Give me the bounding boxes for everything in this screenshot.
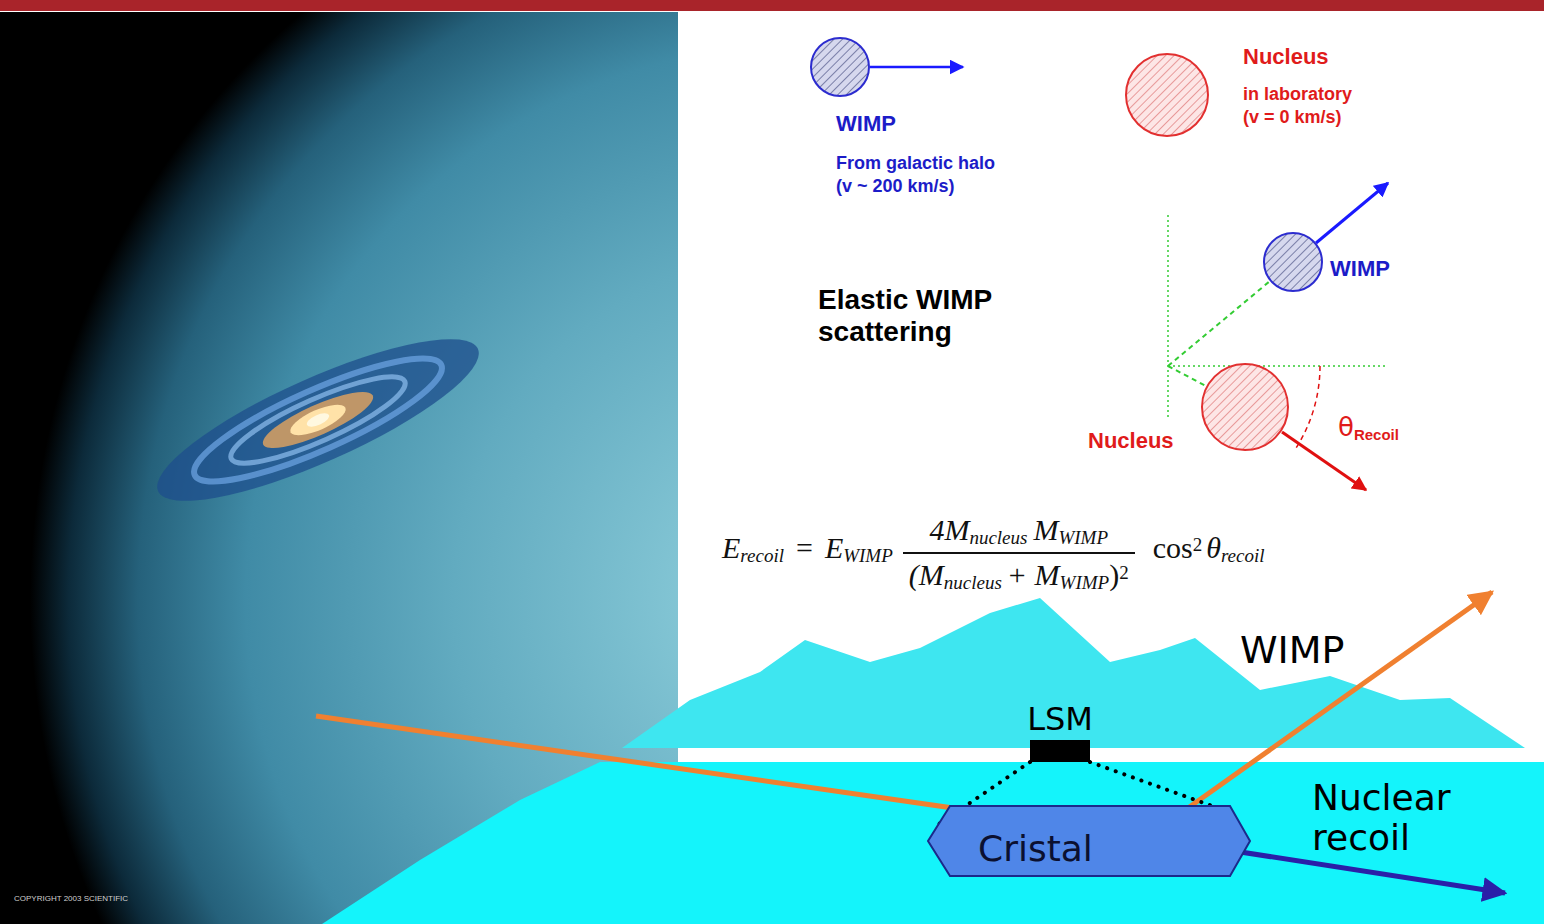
particle-circle	[1202, 364, 1288, 450]
nucleus-particle: Nucleusin laboratory (v = 0 km/s)	[1125, 53, 1209, 137]
subscript: WIMP	[1058, 527, 1108, 548]
angle-arc	[1296, 366, 1321, 449]
text-holder: WIMP	[836, 111, 976, 137]
subscript: WIMP	[1060, 572, 1110, 593]
text-holder: Nucleus	[1243, 44, 1383, 70]
process-label: Nuclear recoil	[1312, 778, 1517, 859]
wimp-particle: WIMP	[1263, 232, 1323, 292]
formula-symbol: θ	[1338, 412, 1354, 442]
particle-note: From galactic halo (v ~ 200 km/s)	[836, 152, 1006, 197]
galaxy-bulge	[257, 382, 379, 458]
wimp-particle: WIMPFrom galactic halo (v ~ 200 km/s)	[810, 37, 870, 97]
text-holder: Cristal	[978, 828, 1093, 869]
label-holder: WIMP	[1240, 630, 1344, 672]
formula-symbol: 4M	[929, 513, 969, 546]
subscript: nucleus	[969, 527, 1027, 548]
galaxy	[141, 310, 495, 529]
nucleus-particle-outline	[1125, 53, 1209, 137]
particle-circle	[1126, 54, 1208, 136]
wimp-particle-outline	[810, 37, 870, 97]
laboratory-name: LSM	[1000, 702, 1120, 737]
dark-matter-halo	[30, 12, 678, 924]
text-holder: LSM	[1000, 702, 1120, 737]
wimp-particle-outline	[1263, 232, 1323, 292]
subscript: Recoil	[1354, 426, 1399, 443]
superscript: 2	[1119, 562, 1129, 583]
fraction: 4MnucleusMWIMP(Mnucleus+ MWIMP)2	[903, 512, 1135, 595]
trajectory-line	[1168, 281, 1270, 366]
formula-symbol: (M	[909, 558, 944, 591]
particle-name: WIMP	[836, 111, 976, 137]
velocity-arrow	[870, 66, 963, 69]
formula-symbol: cos	[1153, 531, 1193, 564]
particle-note: in laboratory (v = 0 km/s)	[1243, 83, 1365, 128]
subscript: WIMP	[843, 545, 893, 566]
nucleus-particle-outline	[1201, 363, 1289, 451]
detector-name: Cristal	[978, 828, 1093, 869]
watermark: COPYRIGHT 2003 SCIENTIFIC	[14, 894, 128, 904]
angle-label: θRecoil	[1338, 412, 1399, 444]
formula-symbol: θ	[1206, 531, 1221, 564]
text-holder: WIMP	[1330, 256, 1430, 282]
axis-line	[1168, 365, 1385, 367]
wimp-arrow	[1316, 183, 1388, 243]
particle-name: WIMP	[1330, 256, 1430, 282]
formula-symbol: )	[1109, 558, 1119, 591]
crystal-hexagon	[928, 806, 1250, 876]
particle-label: WIMP	[1240, 630, 1344, 672]
mountain	[622, 598, 1525, 748]
subscript: recoil	[1221, 545, 1265, 566]
header-bar	[0, 0, 1544, 11]
formula-symbol: + M	[1007, 558, 1060, 591]
section-heading: Elastic WIMP scattering	[818, 284, 1028, 348]
formula-symbol: M	[1033, 513, 1058, 546]
galaxy-disk	[141, 310, 495, 529]
label-holder: Nuclear recoil	[1312, 778, 1517, 859]
underground	[322, 762, 1544, 924]
particle-name: Nucleus	[1088, 428, 1198, 454]
detector-crystal: Cristal	[928, 806, 1250, 876]
axis-line	[1167, 215, 1169, 418]
particle-circle	[1264, 233, 1322, 291]
particle-circle	[811, 38, 869, 96]
particle-name: Nucleus	[1243, 44, 1383, 70]
formula-symbol: E	[722, 531, 740, 564]
formula-symbol: =	[796, 531, 813, 564]
superscript: 2	[1193, 534, 1203, 555]
galaxy-nucleus	[305, 411, 331, 430]
label-holder: COPYRIGHT 2003 SCIENTIFIC	[14, 894, 128, 904]
spiral-arm	[182, 338, 453, 503]
text-holder: Nucleus	[1088, 428, 1198, 454]
subscript: nucleus	[944, 572, 1002, 593]
galaxy-core	[287, 399, 350, 442]
subscript: recoil	[740, 545, 784, 566]
nucleus-particle: Nucleus	[1201, 363, 1289, 451]
laboratory-box: LSM	[1030, 740, 1090, 762]
label-holder: Elastic WIMP scattering	[818, 284, 1028, 348]
trajectory-line	[1168, 366, 1206, 386]
laboratory-box-outline	[1030, 740, 1090, 762]
text-holder: From galactic halo (v ~ 200 km/s)	[836, 152, 1006, 197]
numerator: 4Mnucleus MWIMP	[903, 512, 1135, 552]
lab-block	[1030, 740, 1090, 762]
spiral-arm	[223, 362, 414, 478]
text-holder: in laboratory (v = 0 km/s)	[1243, 83, 1365, 128]
formula-symbol: E	[825, 531, 843, 564]
denominator: (Mnucleus+ MWIMP)2	[903, 552, 1135, 595]
recoil-energy-formula: Erecoil=EWIMP4MnucleusMWIMP(Mnucleus+ MW…	[722, 512, 1265, 595]
